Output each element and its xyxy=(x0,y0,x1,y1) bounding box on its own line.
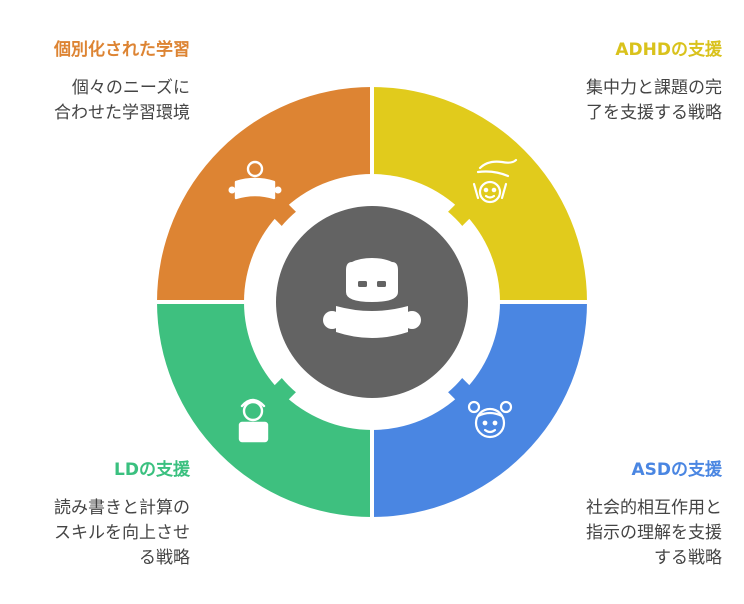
section-description: 読み書きと計算の スキルを向上させ る戦略 xyxy=(0,496,190,571)
section-title: 個別化された学習 xyxy=(54,40,190,60)
quadrant-bottom-left[interactable] xyxy=(157,302,372,517)
section-description: 個々のニーズに 合わせた学習環境 xyxy=(0,76,190,126)
section-ld-support: LDの支援 読み書きと計算の スキルを向上させ る戦略 xyxy=(0,458,190,571)
section-asd-support: ASDの支援 社会的相互作用と 指示の理解を支援 する戦略 xyxy=(502,458,722,571)
supported-child-icon xyxy=(472,158,518,204)
section-title: ASDの支援 xyxy=(631,460,722,480)
section-description: 集中力と課題の完 了を支援する戦略 xyxy=(502,76,722,126)
description-line: スキルを向上させ xyxy=(54,523,190,543)
description-line: 指示の理解を支援 xyxy=(586,523,722,543)
description-line: 合わせた学習環境 xyxy=(54,103,190,123)
section-title: LDの支援 xyxy=(114,460,190,480)
student-reading-icon xyxy=(323,258,421,338)
description-line: 読み書きと計算の xyxy=(54,498,190,518)
section-personalized-learning: 個別化された学習 個々のニーズに 合わせた学習環境 xyxy=(0,38,190,126)
description-line: 了を支援する戦略 xyxy=(586,103,722,123)
description-line: する戦略 xyxy=(654,548,722,568)
section-title: ADHDの支援 xyxy=(615,40,722,60)
reading-person-icon xyxy=(228,160,282,200)
inner-ring xyxy=(254,184,490,420)
description-line: る戦略 xyxy=(139,548,190,568)
description-line: 個々のニーズに xyxy=(71,78,190,98)
section-adhd-support: ADHDの支援 集中力と課題の完 了を支援する戦略 xyxy=(502,38,722,126)
description-line: 社会的相互作用と xyxy=(586,498,722,518)
child-face-icon xyxy=(467,400,513,439)
description-line: 集中力と課題の完 xyxy=(586,78,722,98)
section-description: 社会的相互作用と 指示の理解を支援 する戦略 xyxy=(502,496,722,571)
learner-with-book-icon xyxy=(238,398,269,443)
